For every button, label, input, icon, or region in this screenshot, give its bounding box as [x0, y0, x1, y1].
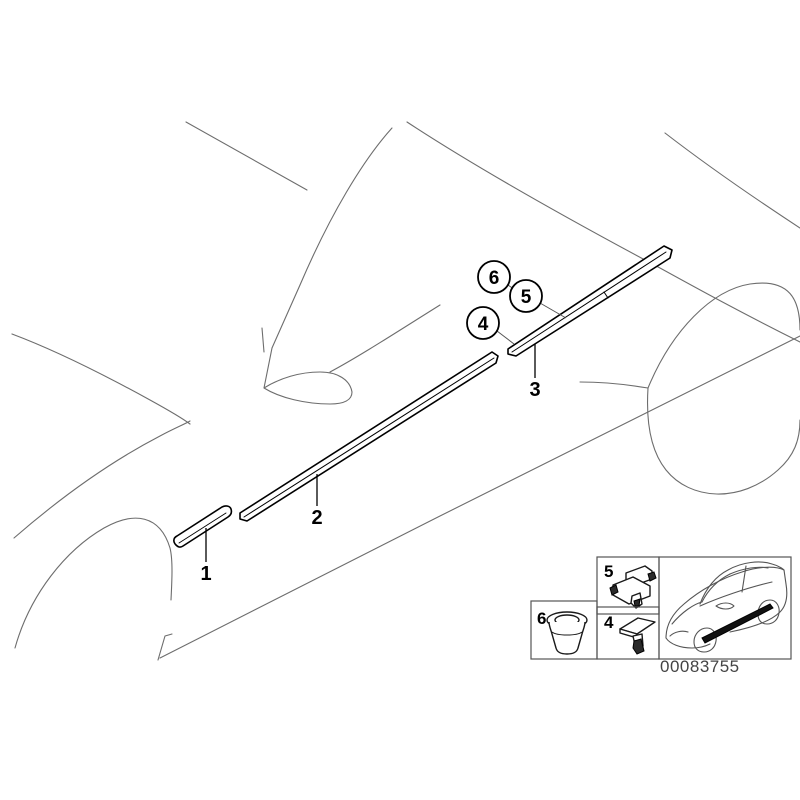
callout-label-6: 6 — [489, 268, 500, 289]
thumb-roof — [699, 561, 785, 605]
leader-callouts: 1 2 3 — [200, 344, 541, 585]
vehicle-thumbnail-box — [658, 556, 792, 660]
diagram-code: 00083755 — [660, 657, 740, 676]
roofline — [406, 121, 800, 343]
grommet-illustration — [546, 611, 588, 655]
rear-wheel-arch — [647, 282, 800, 389]
front-fender-line — [11, 333, 191, 425]
thumb-windshield — [701, 573, 731, 603]
rocker-panel-line — [159, 335, 800, 659]
rear-wheel-arch-inner — [647, 387, 800, 495]
callout-label-4: 4 — [478, 314, 489, 335]
thumb-mirror — [715, 602, 735, 610]
car-body-outline — [11, 121, 800, 661]
front-molding-strip[interactable] — [173, 505, 233, 548]
rocker-step — [157, 633, 173, 661]
thumb-beltline — [699, 581, 773, 607]
callout-label-5: 5 — [521, 287, 532, 308]
thumb-front-wheel — [693, 627, 717, 653]
grommet-rim-line — [551, 631, 583, 636]
rear-molding-strip-crease — [511, 251, 667, 353]
thumb-side-molding-highlight — [701, 603, 774, 644]
bracket-clip-left-tab — [609, 584, 619, 596]
push-clip-illustration — [619, 617, 656, 655]
vehicle-thumbnail-illustration — [665, 561, 788, 653]
door-molding-strip-body — [239, 351, 499, 522]
door-molding-strip[interactable] — [239, 351, 499, 522]
rear-roof-line — [664, 132, 800, 229]
rear-molding-strip-joint — [603, 291, 609, 299]
grommet-cup-body — [548, 621, 586, 655]
cowl-line — [185, 121, 308, 191]
callout-label-2: 2 — [311, 507, 322, 529]
a-pillar-line — [271, 127, 393, 349]
thumb-side-glass — [729, 566, 769, 575]
leader-line-4 — [496, 330, 515, 345]
circle-callouts: 6 5 4 — [466, 260, 567, 345]
rear-molding-strip[interactable] — [507, 245, 673, 357]
thumb-front-bumper — [665, 637, 711, 649]
thumb-headlight — [669, 630, 689, 637]
callout-circle-6[interactable] — [477, 260, 511, 294]
door-molding-strip-crease — [243, 357, 495, 518]
thumb-rear-wheel — [757, 599, 780, 625]
callout-label-1: 1 — [200, 563, 211, 585]
callout-label-3: 3 — [529, 379, 540, 401]
bracket-clip-right-tab — [647, 571, 657, 582]
leader-line-5 — [539, 302, 567, 319]
thumb-body-lower — [665, 566, 787, 639]
mirror-stalk — [261, 327, 265, 353]
legend-cell-number-6: 6 — [537, 609, 546, 628]
bracket-clip-foot — [633, 598, 641, 607]
side-mirror-outline — [263, 347, 353, 405]
rear-sill-line — [579, 381, 649, 389]
legend-cell-number-4: 4 — [604, 613, 614, 632]
thumb-hood-line — [671, 601, 703, 625]
callout-circle-5[interactable] — [509, 279, 543, 313]
mirror-arm-line — [329, 304, 441, 373]
bracket-clip-illustration — [609, 565, 657, 609]
front-lower-body-line — [13, 420, 191, 539]
push-clip-barb — [632, 638, 645, 655]
front-molding-strip-crease — [178, 512, 227, 544]
thumb-rear-lower — [729, 583, 788, 633]
thumb-b-pillar — [741, 565, 747, 593]
callout-circle-4[interactable] — [466, 306, 500, 340]
legend-cell-number-5: 5 — [604, 562, 613, 581]
legend-cell-box-6 — [530, 600, 598, 660]
legend-panel: 5 4 6 — [530, 556, 792, 676]
front-wheel-arch — [14, 517, 173, 649]
